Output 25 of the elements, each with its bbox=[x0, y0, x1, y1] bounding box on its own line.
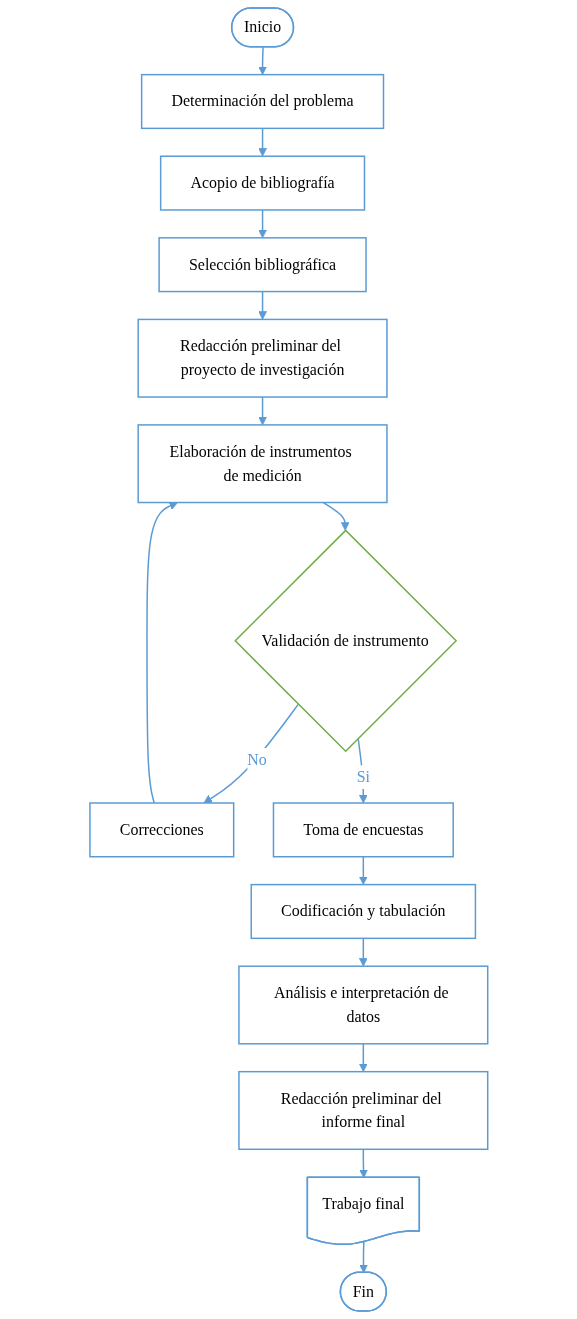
arrow bbox=[257, 290, 267, 320]
arrow bbox=[257, 209, 267, 239]
edge-label: Si bbox=[356, 768, 370, 786]
arrow bbox=[358, 856, 368, 885]
node-box: Redacción preliminar del informe final bbox=[237, 1070, 489, 1151]
arrow bbox=[358, 937, 368, 967]
node-box: Correcciones bbox=[88, 802, 235, 858]
node-box: Selección bibliográfica bbox=[158, 237, 367, 293]
node-diamond: Validación de instrumento bbox=[233, 529, 457, 753]
node-box: Toma de encuestas bbox=[272, 802, 454, 858]
arrow bbox=[257, 127, 267, 157]
arrow bbox=[203, 703, 299, 804]
arrow bbox=[257, 46, 267, 76]
arrow bbox=[257, 396, 267, 426]
node-box: Codificación y tabulación bbox=[250, 883, 476, 940]
arrow bbox=[358, 1043, 368, 1073]
node-box: Acopio de bibliografía bbox=[159, 155, 365, 211]
node-box: Redacción preliminar del proyecto de investigación bbox=[137, 318, 388, 398]
node-box: Análisis e interpretación de datos bbox=[237, 965, 489, 1045]
node-box: Elaboración de instrumentos de medición bbox=[137, 424, 388, 504]
edge-label: No bbox=[246, 751, 267, 769]
arrow bbox=[145, 501, 178, 804]
node-box: Determinación del problema bbox=[140, 73, 384, 130]
arrow bbox=[322, 501, 350, 531]
arrow bbox=[358, 1241, 368, 1274]
